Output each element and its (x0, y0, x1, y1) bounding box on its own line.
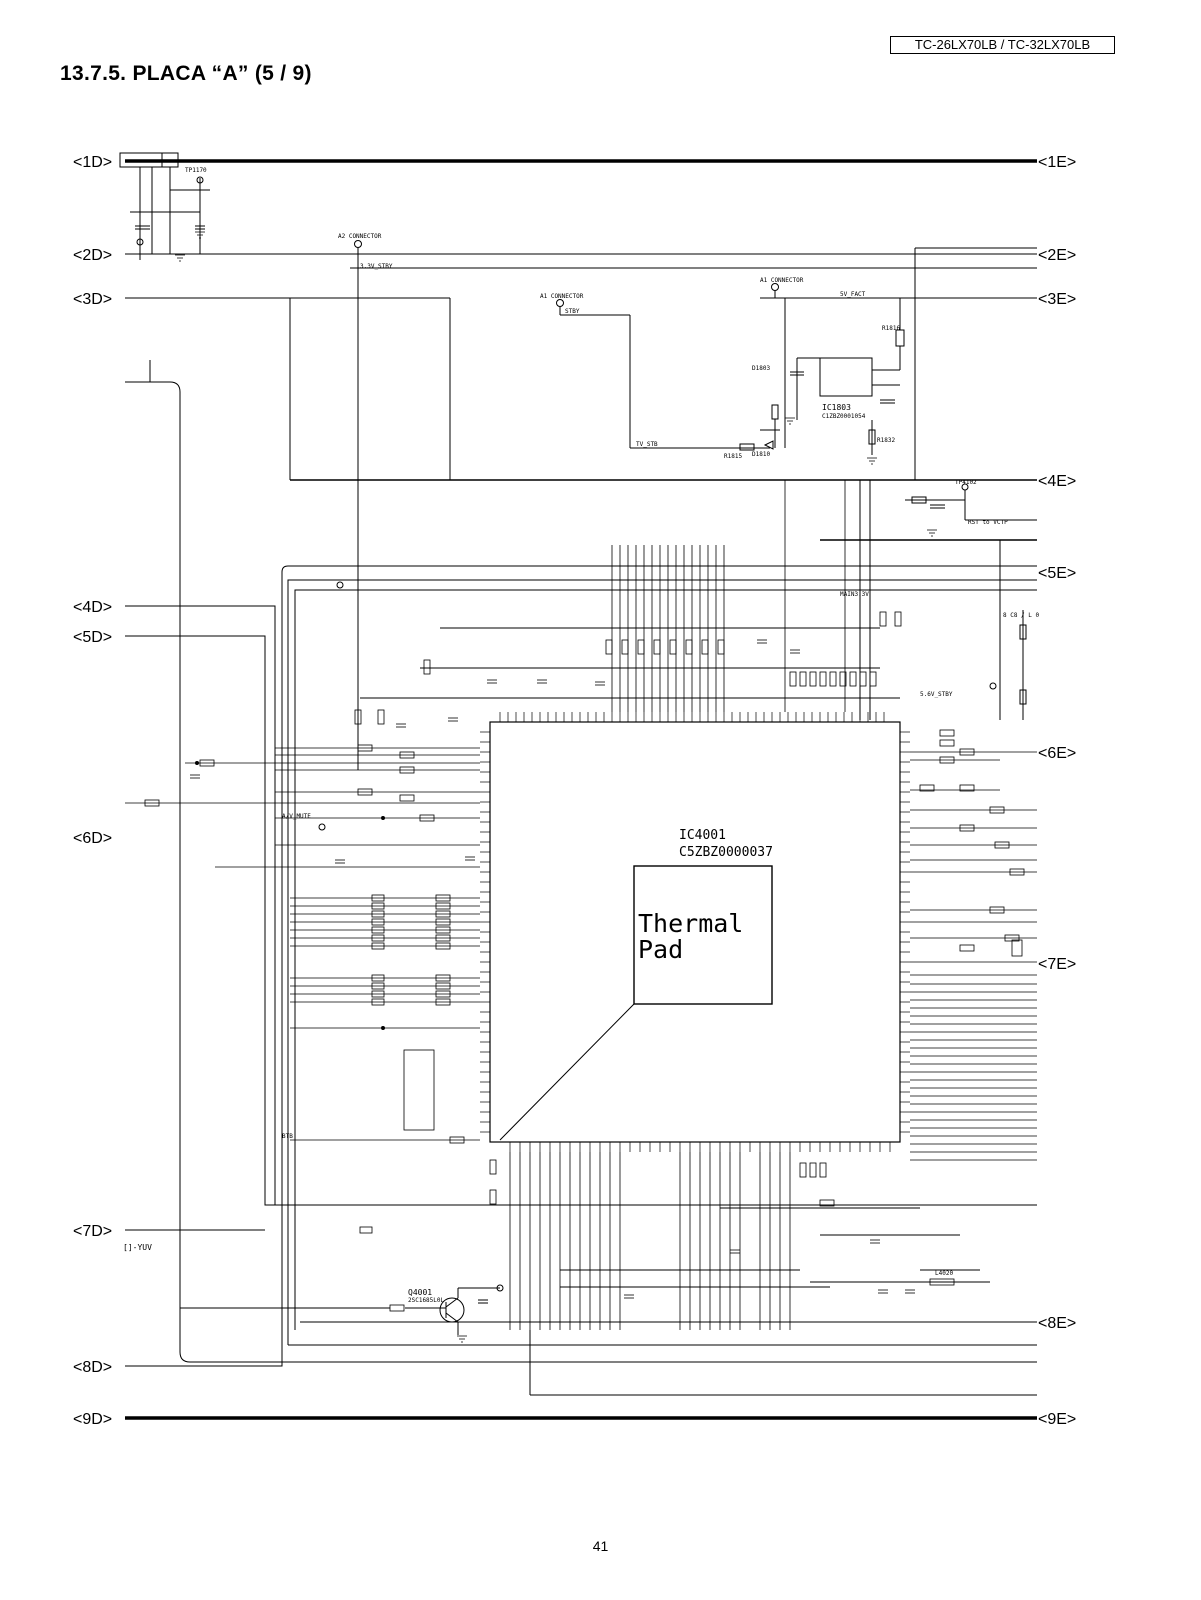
connector-6d: <6D> (73, 830, 112, 847)
connector-8e: <8E> (1038, 1315, 1076, 1332)
yuv-label: []-YUV (123, 1243, 152, 1252)
r1815-label: R1815 (724, 453, 742, 460)
fact-5v-label: 5V_FACT (840, 291, 866, 298)
page-number: 41 (592, 1538, 609, 1554)
ic1803-part: C1ZBZ0001054 (822, 413, 866, 420)
stby-33v-label: 3.3V_STBY (360, 263, 393, 270)
connector-5d: <5D> (73, 629, 112, 646)
connector-8d: <8D> (73, 1359, 112, 1376)
btb-label: BTB (282, 1133, 293, 1140)
connector-5e: <5E> (1038, 565, 1076, 582)
stby-56v-label: 5.6V_STBY (920, 691, 953, 698)
connector-4d: <4D> (73, 599, 112, 616)
connector-3d: <3D> (73, 291, 112, 308)
connector-9e: <9E> (1038, 1411, 1076, 1428)
thermal-note-label: 8 C8 / L 0 (1003, 612, 1040, 619)
q4001-part: 2SC1685L0L (408, 1297, 445, 1304)
connector-7d: <7D> (73, 1223, 112, 1240)
d1803-label: D1803 (752, 365, 770, 372)
av-mute-label: A/V_MUTE (282, 813, 311, 820)
connector-7e: <7E> (1038, 956, 1076, 973)
tv-stb-label: TV_STB (636, 441, 658, 448)
section-title: 13.7.5. PLACA “A” (5 / 9) (60, 62, 312, 85)
ic4001-part: C5ZBZ0000037 (679, 845, 773, 860)
stby-label: STBY (565, 308, 580, 315)
model-number: TC-26LX70LB / TC-32LX70LB (914, 37, 1091, 52)
connector-1d: <1D> (73, 154, 112, 171)
q4001-ref: Q4001 (408, 1288, 432, 1297)
connector-6e: <6E> (1038, 745, 1076, 762)
a1-connector-right-label: A1 CONNECTOR (760, 277, 804, 284)
model-number-box: TC-26LX70LB / TC-32LX70LB (890, 36, 1115, 54)
connector-2e: <2E> (1038, 247, 1076, 264)
a1-connector-left-label: A1 CONNECTOR (540, 293, 584, 300)
main-33v-label: MAIN3.3V (840, 591, 869, 598)
connector-3e: <3E> (1038, 291, 1076, 308)
ic1803-ref: IC1803 (822, 403, 851, 412)
thermal-pad-label-2: Pad (638, 935, 683, 964)
connector-1e: <1E> (1038, 154, 1076, 171)
thermal-pad-label-1: Thermal (638, 909, 743, 938)
connector-9d: <9D> (73, 1411, 112, 1428)
tp4102-label: TP4102 (955, 479, 977, 486)
a2-connector-label: A2 CONNECTOR (338, 233, 382, 240)
tp1170-label: TP1170 (185, 167, 207, 174)
r1816-label: R1816 (882, 325, 900, 332)
connector-4e: <4E> (1038, 473, 1076, 490)
l4020-label: L4020 (935, 1270, 953, 1277)
connector-2d: <2D> (73, 247, 112, 264)
d1810-label: D1810 (752, 451, 770, 458)
ic4001-ref: IC4001 (679, 828, 726, 843)
rst-to-vctp-label: RST to VCTP (968, 519, 1008, 526)
r1832-label: R1832 (877, 437, 895, 444)
